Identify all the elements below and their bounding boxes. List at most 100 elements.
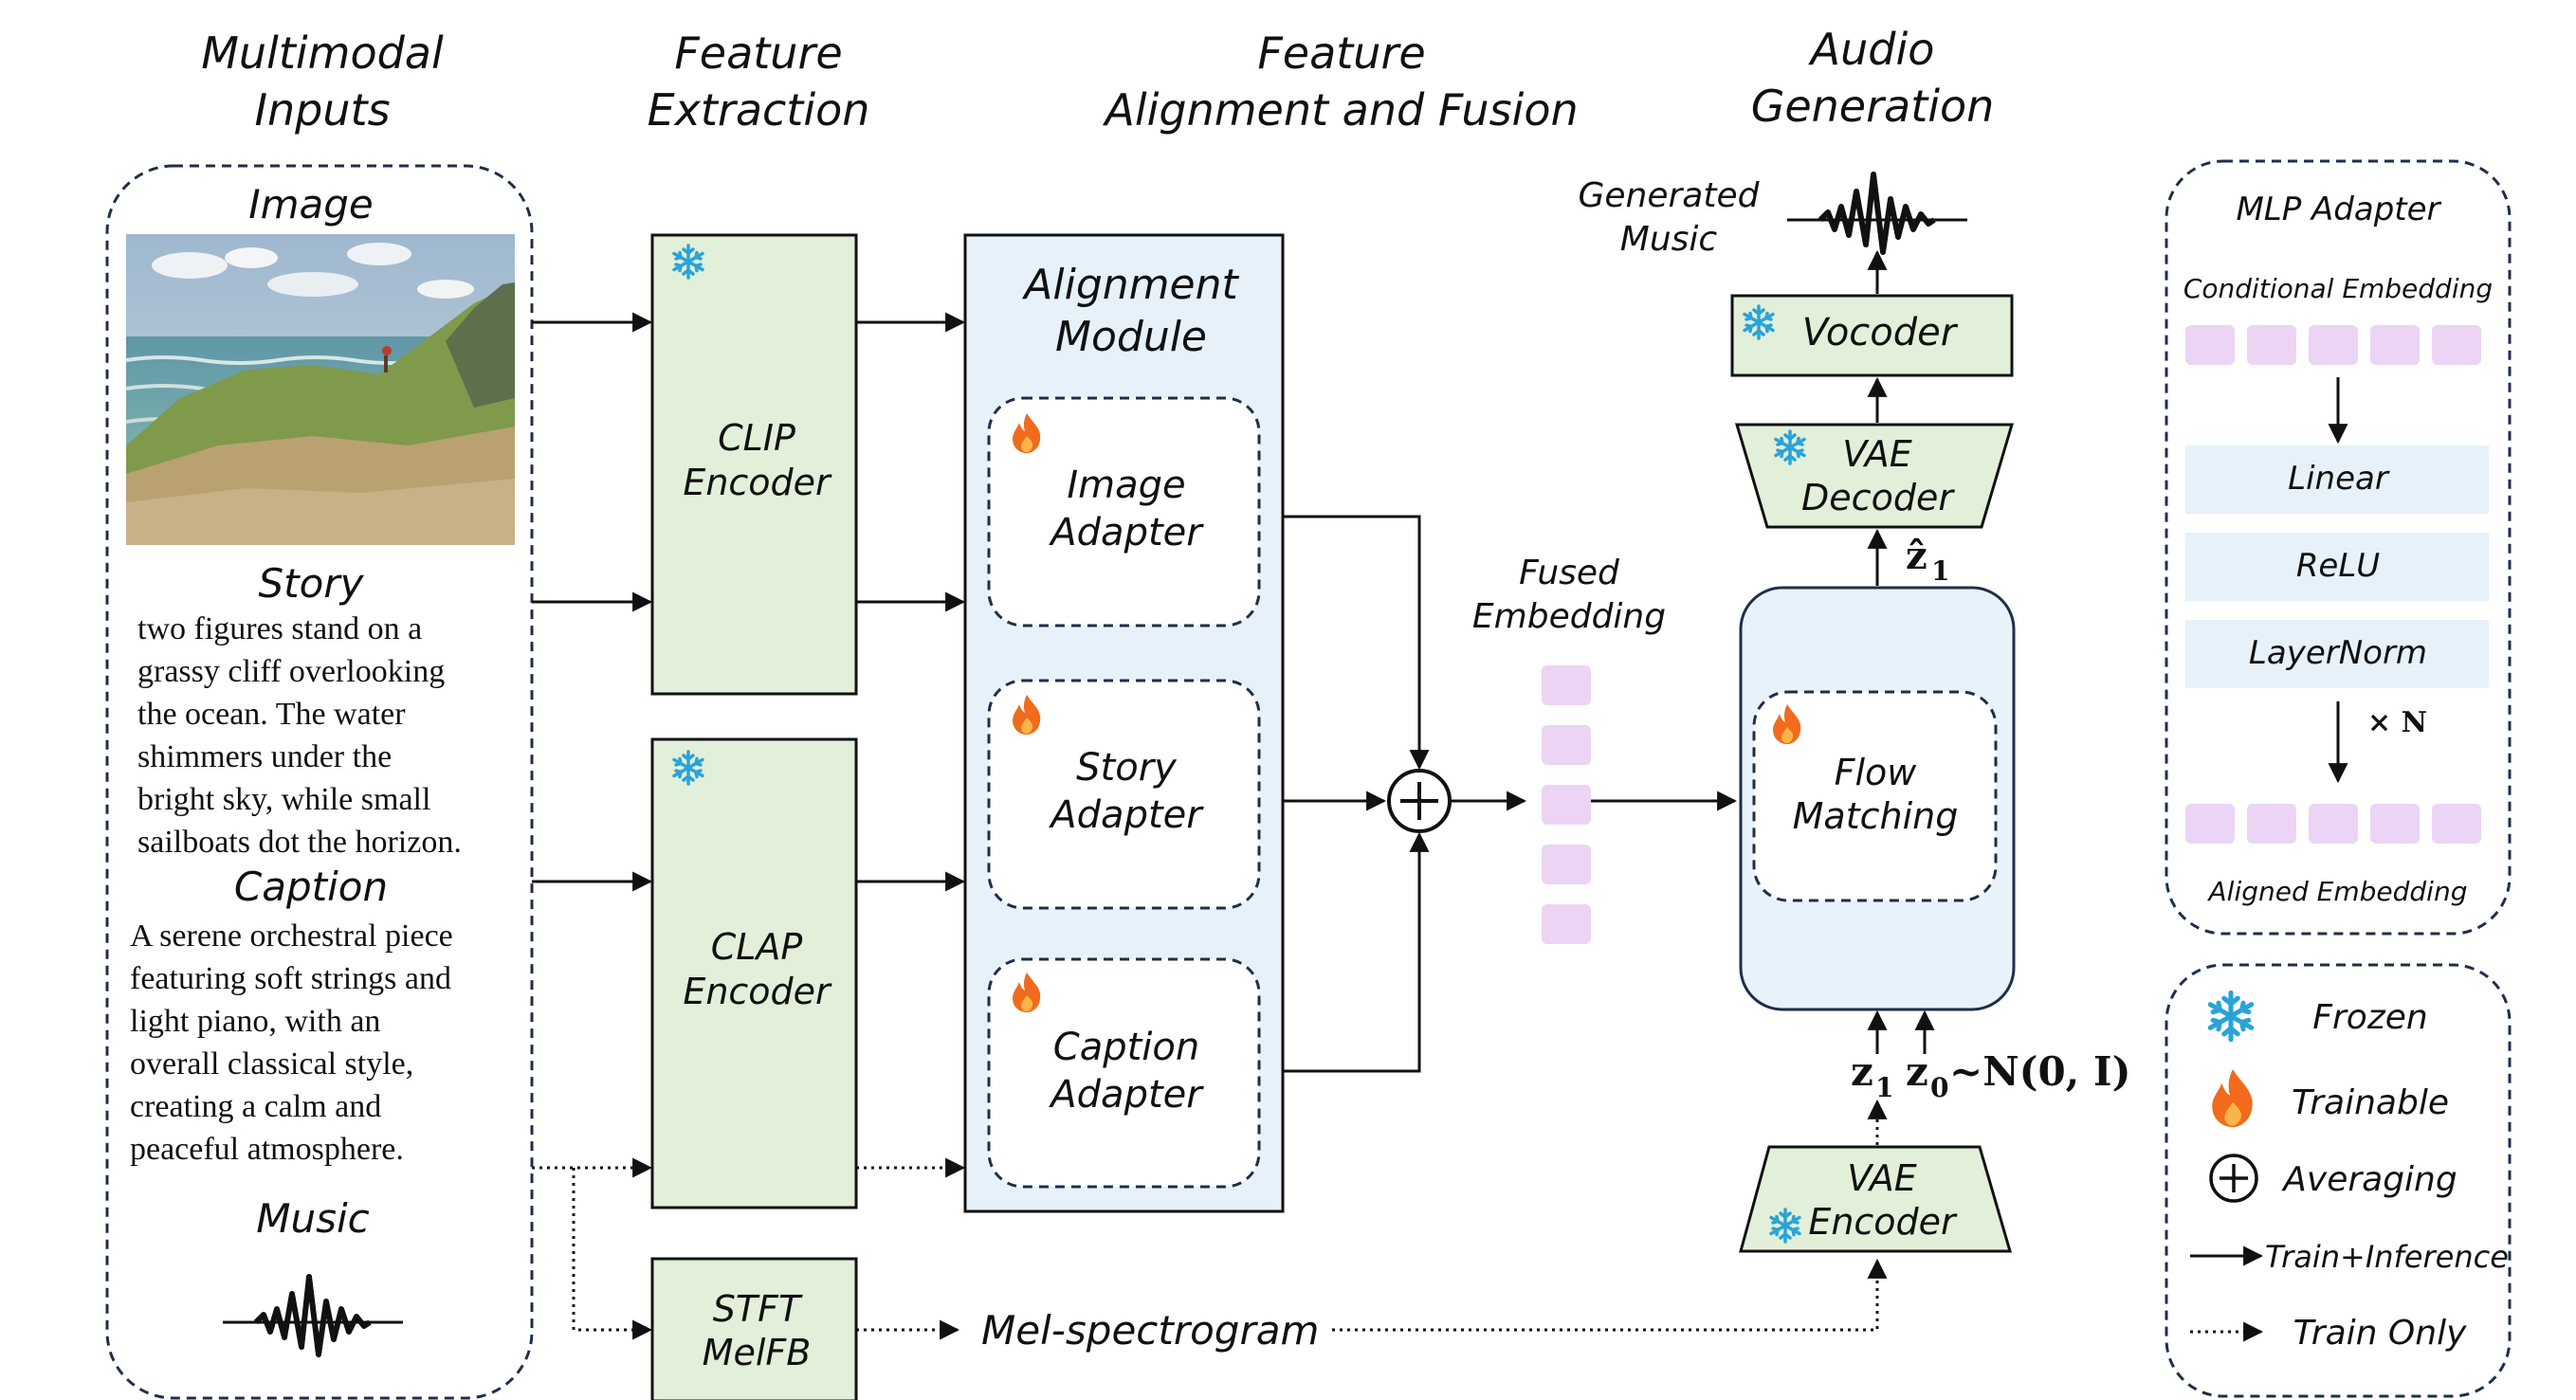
z1-hat-subscript: 1 (1931, 555, 1949, 587)
title-line: Feature (674, 27, 842, 79)
title-line: Generation (1751, 81, 1995, 132)
melfb-label: MelFB (703, 1332, 812, 1373)
z1-hat-symbol: ẑ (1906, 534, 1927, 578)
alignment-module-title: Alignment (1021, 261, 1239, 309)
vae-decoder-label: VAE (1842, 433, 1911, 475)
aligned-embedding-label: Aligned Embedding (2207, 876, 2468, 907)
aligned-embedding-token (2370, 804, 2420, 844)
fused-embedding-token (1542, 665, 1591, 705)
arrow-caption-adapter-to-averaging (1283, 831, 1430, 1073)
caption-text-line: featuring soft strings and (130, 961, 451, 996)
clap-encoder-label: Encoder (683, 971, 832, 1012)
story-text-line: the ocean. The water (137, 697, 406, 732)
story-text-line: bright sky, while small (137, 782, 430, 817)
noise-distribution: ~N(0, I) (1949, 1048, 2130, 1095)
z1-subscript: 1 (1875, 1072, 1893, 1103)
conditional-embedding-tokens (2185, 325, 2481, 365)
story-text-line: sailboats dot the horizon. (137, 825, 462, 860)
z0-subscript: 0 (1930, 1072, 1948, 1103)
conditional-embedding-token (2370, 325, 2420, 365)
aligned-embedding-token (2432, 804, 2481, 844)
generated-music-label: Generated (1579, 176, 1761, 215)
caption-text-line: creating a calm and (130, 1089, 381, 1124)
clip-encoder-label: CLIP (718, 417, 795, 459)
vocoder-label: Vocoder (1802, 311, 1959, 355)
relu-layer (2185, 533, 2489, 601)
image-adapter-label: Adapter (1048, 511, 1204, 555)
conditional-embedding-label: Conditional Embedding (2183, 273, 2493, 304)
story-text: two figures stand on a grassy cliff over… (137, 611, 462, 860)
linear-layer (2185, 445, 2489, 514)
music-label: Music (256, 1195, 370, 1242)
linear-layer-label: Linear (2288, 460, 2390, 498)
story-label: Story (259, 560, 365, 607)
caption-text-line: overall classical style, (130, 1046, 413, 1082)
legend-frozen-label: Frozen (2312, 998, 2427, 1037)
arrow-music-to-stft (572, 1168, 653, 1340)
story-adapter-label: Story (1076, 746, 1178, 790)
caption-adapter-label: Caption (1053, 1026, 1199, 1069)
vae-encoder-label: VAE (1847, 1157, 1916, 1199)
conditional-embedding-token (2247, 325, 2296, 365)
aligned-embedding-token (2185, 804, 2235, 844)
title-line: Audio (1808, 24, 1935, 75)
generated-music-waveform-icon (1787, 174, 1967, 252)
mel-spectrogram-label: Mel-spectrogram (981, 1307, 1319, 1354)
alignment-module-title: Module (1055, 313, 1207, 361)
latent-symbols: z 1 z 0 ~N(0, I) (1851, 1048, 2130, 1103)
legend-averaging-label: Averaging (2281, 1160, 2457, 1199)
mlp-adapter-title: MLP Adapter (2236, 191, 2441, 228)
title-line: Extraction (648, 84, 870, 136)
fused-embedding-token (1542, 845, 1591, 884)
vae-encoder-block (1739, 1145, 2012, 1253)
legend-train-inference-label: Train+Inference (2265, 1239, 2509, 1275)
legend-trainable-label: Trainable (2292, 1083, 2449, 1122)
conditional-embedding-token (2185, 325, 2235, 365)
story-text-line: grassy cliff overlooking (137, 654, 445, 689)
clip-encoder-label: Encoder (683, 462, 832, 503)
stft-label: STFT (713, 1288, 803, 1330)
stage-title-audio-generation: Audio Generation (1751, 24, 1995, 132)
image-label: Image (248, 181, 374, 227)
flow-matching-label: Flow (1835, 752, 1918, 793)
clap-encoder (650, 737, 858, 1209)
conditional-embedding-token (2309, 325, 2358, 365)
stage-title-feature-extraction: Feature Extraction (648, 27, 870, 136)
aligned-embedding-token (2247, 804, 2296, 844)
caption-text-line: light piano, with an (130, 1004, 380, 1039)
title-line: Alignment and Fusion (1102, 84, 1578, 136)
caption-adapter (987, 957, 1261, 1189)
fused-embedding-label: Fused (1519, 554, 1620, 592)
fused-embedding-token (1542, 785, 1591, 825)
input-to-encoder-arrows (532, 312, 653, 1340)
layernorm-layer (2185, 620, 2489, 688)
fused-embedding-label: Embedding (1472, 597, 1666, 636)
title-line: Inputs (254, 84, 390, 136)
z1-symbol: z (1851, 1048, 1873, 1095)
flow-matching-label: Matching (1793, 795, 1959, 837)
title-line: Multimodal (201, 27, 444, 79)
fused-embedding-token (1542, 904, 1591, 944)
legend-panel (2165, 963, 2512, 1398)
legend-averaging-icon (2209, 1154, 2258, 1203)
vae-encoder-label: Encoder (1808, 1201, 1958, 1243)
layernorm-layer-label: LayerNorm (2249, 634, 2427, 672)
clap-encoder-label: CLAP (711, 926, 803, 968)
aligned-embedding-token (2309, 804, 2358, 844)
flow-matching-block (1752, 690, 1998, 902)
story-text-line: two figures stand on a (137, 611, 422, 646)
z0-symbol: z (1906, 1048, 1928, 1095)
arrow-image-adapter-to-averaging (1283, 515, 1430, 771)
encoder-to-adapter-arrows (856, 312, 966, 1178)
averaging-operator-icon (1387, 769, 1452, 833)
vae-decoder-label: Decoder (1801, 477, 1955, 518)
input-painting (126, 234, 515, 545)
conditional-embedding-token (2432, 325, 2481, 365)
repeat-n-label: × N (2367, 706, 2427, 739)
fused-embedding-tokens (1542, 665, 1591, 944)
story-text-line: shimmers under the (137, 739, 392, 774)
story-adapter-label: Adapter (1048, 793, 1204, 837)
vae-decoder-block (1734, 423, 2015, 529)
stage-title-multimodal-inputs: Multimodal Inputs (201, 27, 444, 136)
